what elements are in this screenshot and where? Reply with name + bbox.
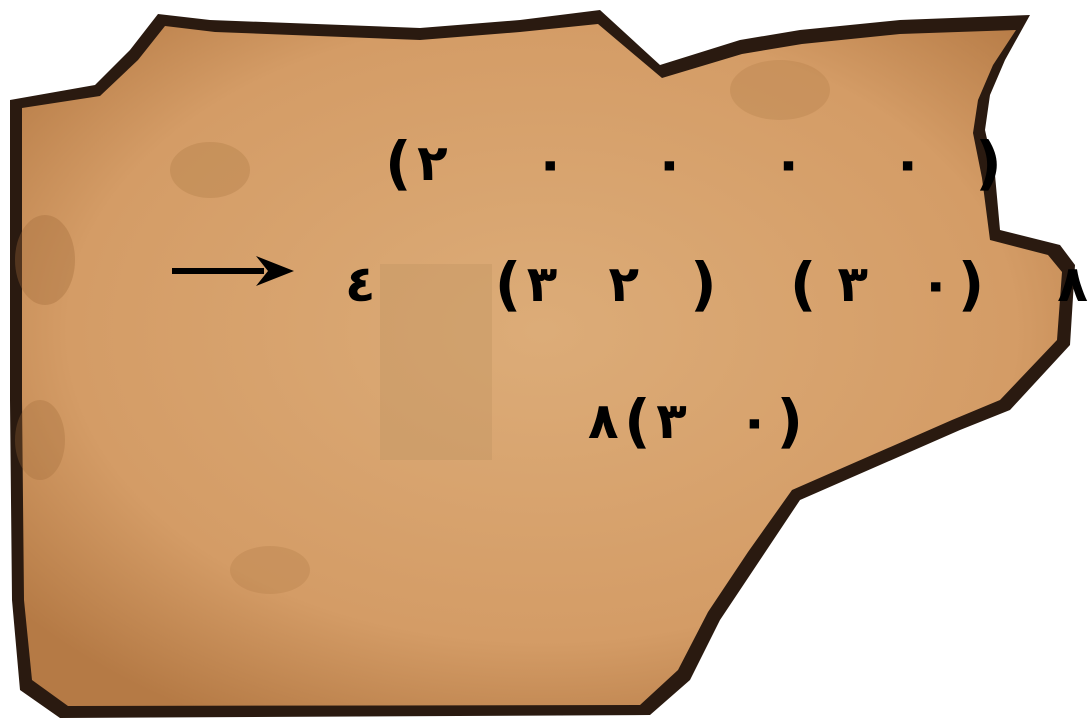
digit: ٢ <box>608 255 639 313</box>
digit: ٢ <box>417 134 448 192</box>
digit: ٨ <box>1057 255 1088 313</box>
digit: ٠ <box>533 131 567 194</box>
digit: ٠ <box>652 131 686 194</box>
digit: ٣ <box>656 392 687 450</box>
digit: ٠ <box>919 252 953 315</box>
stain <box>15 400 65 480</box>
digit: ٠ <box>772 131 805 194</box>
expression-line-1: ( ٢ ٠ ٠ ٠ ٠ ) <box>385 134 1002 192</box>
open-paren: ( <box>789 250 817 318</box>
open-paren: ( <box>624 387 651 455</box>
blank-answer-box[interactable] <box>380 264 492 460</box>
open-paren: ( <box>385 129 412 197</box>
parchment-sheet <box>22 24 1062 706</box>
close-paren: ) <box>776 387 803 455</box>
digit: ٨ <box>588 392 619 450</box>
close-paren: ) <box>690 250 717 318</box>
close-paren: ) <box>957 250 985 318</box>
expression-line-3: ٨ ( ٣ ٠ ) <box>588 392 803 450</box>
digit: ٣ <box>837 255 869 313</box>
digit: ٤ <box>345 255 376 313</box>
stain <box>730 60 830 120</box>
stain <box>230 546 310 594</box>
close-paren: ) <box>975 129 1002 197</box>
stain <box>170 142 250 198</box>
open-paren: ( <box>494 250 522 318</box>
expression-line-2: ٤ ( ٣ ٢ ) ( ٣ ٠ ) ٨ <box>345 255 1088 313</box>
digit: ٣ <box>526 255 558 313</box>
arrow-right-icon <box>172 256 294 286</box>
stain <box>15 215 75 305</box>
digit: ٠ <box>891 131 925 194</box>
digit: ٠ <box>737 389 771 452</box>
